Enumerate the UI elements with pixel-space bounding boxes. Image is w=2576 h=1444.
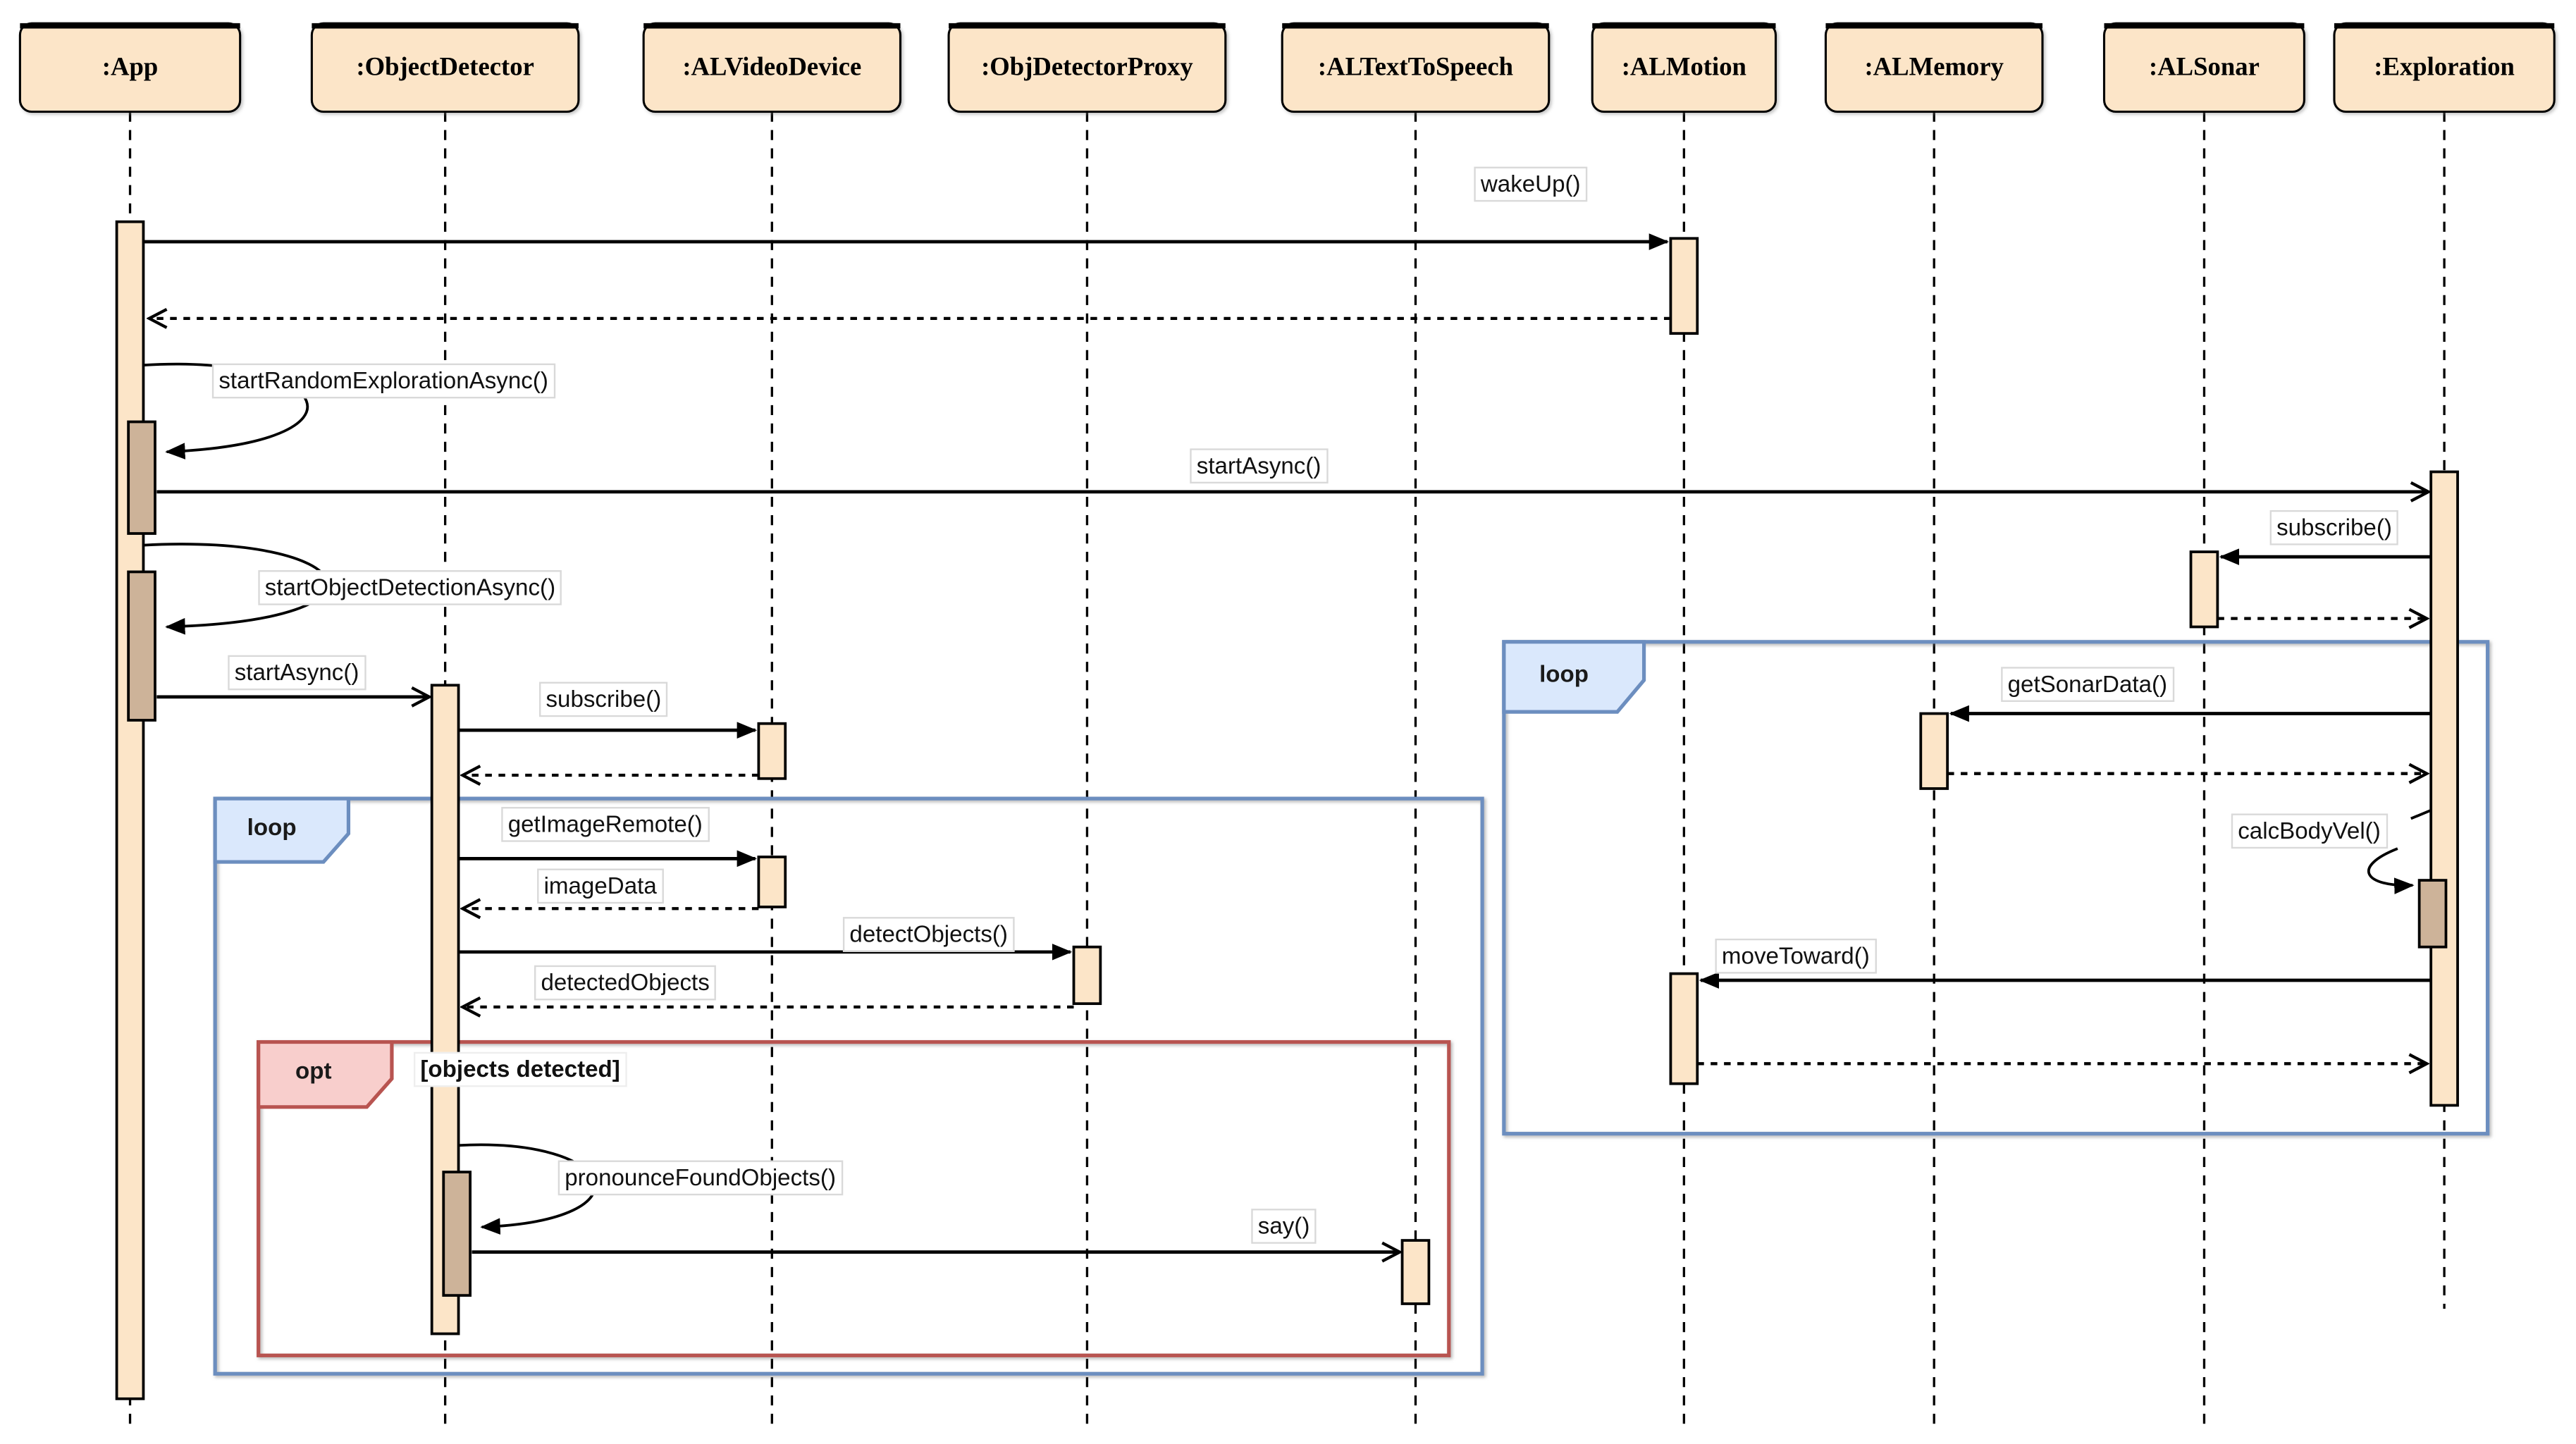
loop-fragment-right-pentagon: [1502, 640, 1646, 714]
lifeline-headers: [18, 22, 2556, 113]
activation-altexttospeech: [1400, 1239, 1431, 1305]
lifeline-header-exploration: :Exploration: [2374, 52, 2515, 81]
opt-fragment-pentagon: [257, 1039, 394, 1109]
lifeline-header-alsonar: :ALSonar: [2148, 52, 2260, 81]
message-label-subscribe-sonar: subscribe(): [2269, 510, 2399, 545]
fragments: [213, 640, 2490, 1376]
activation-alvideodevice-getimage: [757, 856, 787, 908]
message-label-getimageremote: getImageRemote(): [501, 806, 710, 842]
loop-fragment-left-pentagon: [213, 796, 351, 864]
activation-objectdetector-pronounce: [442, 1171, 472, 1297]
message-label-wakeup: wakeUp(): [1474, 166, 1588, 202]
message-label-startasync-exploration: startAsync(): [1190, 448, 1328, 484]
activation-app-startrandomexploration: [127, 420, 156, 535]
loop-right-label: loop: [1539, 660, 1589, 687]
loop-fragment-left-frame: [213, 796, 1484, 1376]
message-label-pronouncefoundobjects: pronounceFoundObjects(): [557, 1160, 843, 1196]
activation-alsonar: [2189, 550, 2219, 629]
activations: [115, 220, 2459, 1400]
loop-fragment-right-frame: [1502, 640, 2490, 1136]
message-label-detectobjects: detectObjects(): [842, 917, 1015, 952]
selfcall-calcbodyvel-arc: [2367, 847, 2415, 894]
message-label-startrandomexplorationasync: startRandomExplorationAsync(): [211, 363, 555, 399]
activation-exploration-main: [2429, 470, 2459, 1107]
activation-almotion-wakeup: [1669, 237, 1699, 335]
message-label-calcbodyvel: calcBodyVel(): [2231, 813, 2388, 849]
loop-left-label: loop: [247, 813, 297, 841]
message-label-getsonardata: getSonarData(): [2001, 667, 2174, 702]
lifelines: [128, 111, 2446, 1428]
message-label-startasync-objectdetector: startAsync(): [228, 655, 366, 691]
lifeline-header-alvideodevice: :ALVideoDevice: [682, 52, 862, 81]
activation-objdetectorproxy: [1072, 945, 1102, 1006]
lifeline-header-almotion: :ALMotion: [1621, 52, 1746, 81]
lifeline-header-app: :App: [101, 52, 159, 81]
opt-guard-label: [objects detected]: [413, 1051, 627, 1087]
lifeline-header-almemory: :ALMemory: [1864, 52, 2004, 81]
message-label-subscribe-video: subscribe(): [539, 681, 668, 717]
selfcall-calcbodyvel-connector: [2410, 808, 2432, 820]
message-label-detectedobjects: detectedObjects: [534, 965, 717, 1001]
message-label-say: say(): [1251, 1209, 1317, 1244]
lifeline-header-objdetectorproxy: :ObjDetectorProxy: [981, 52, 1193, 81]
activation-almemory: [1919, 712, 1949, 790]
message-label-movetoward: moveToward(): [1715, 938, 1877, 974]
opt-fragment-frame: [257, 1039, 1451, 1357]
message-label-startobjectdetectionasync: startObjectDetectionAsync(): [258, 570, 562, 605]
lifeline-header-objectdetector: :ObjectDetector: [356, 52, 534, 81]
activation-app-startobjectdetection: [127, 570, 156, 722]
lifeline-header-altexttospeech: :ALTextToSpeech: [1317, 52, 1514, 81]
activation-app-main: [115, 220, 145, 1400]
activation-alvideodevice-subscribe: [757, 722, 787, 780]
activation-almotion-movetoward: [1669, 972, 1699, 1085]
opt-label: opt: [295, 1056, 332, 1084]
activation-exploration-calcbodyvel: [2417, 879, 2448, 949]
message-label-imagedata: imageData: [537, 868, 664, 904]
